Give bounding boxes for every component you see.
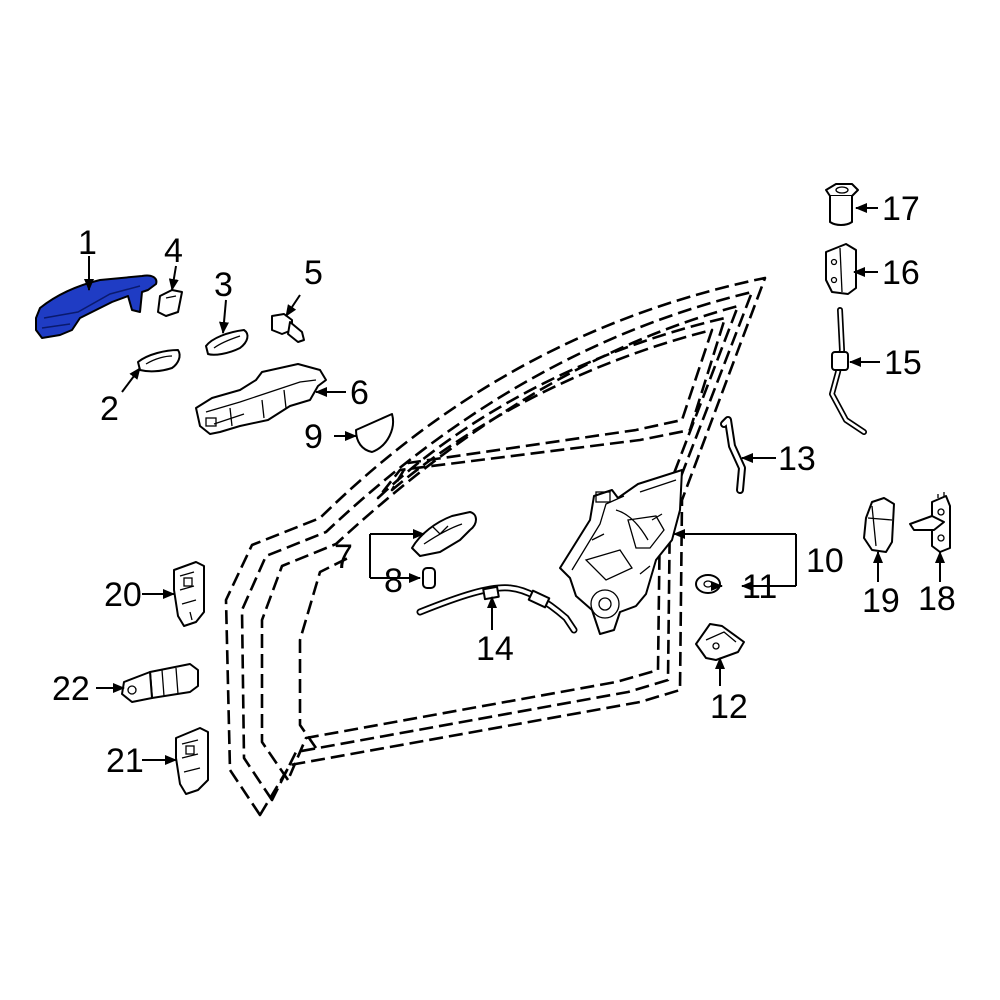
callout-8: 8 <box>384 562 403 600</box>
callout-16: 16 <box>882 254 920 292</box>
part-22-actuator-motor[interactable] <box>121 663 199 703</box>
callout-21: 21 <box>106 742 144 780</box>
callout-14: 14 <box>476 630 514 668</box>
callout-11: 11 <box>742 568 777 606</box>
callout-15: 15 <box>884 344 922 382</box>
callout-17: 17 <box>882 190 920 228</box>
part-12-bracket[interactable] <box>695 623 745 661</box>
callout-13: 13 <box>778 440 816 478</box>
callout-18: 18 <box>918 580 956 618</box>
part-3-lock-cylinder-cover[interactable] <box>205 329 249 356</box>
callout-10: 10 <box>806 542 844 580</box>
part-20-door-striker-upper[interactable] <box>173 561 205 627</box>
callout-4: 4 <box>164 232 183 270</box>
part-15-lock-cable[interactable] <box>829 307 867 435</box>
callout-19: 19 <box>862 582 900 620</box>
part-16-hinge-bracket[interactable] <box>825 243 857 295</box>
part-21-door-striker-lower[interactable] <box>175 727 209 795</box>
door-outline <box>224 276 767 817</box>
part-19-hinge-cover[interactable] <box>863 497 895 553</box>
part-11-washer[interactable] <box>695 574 721 594</box>
callout-22: 22 <box>52 670 90 708</box>
callout-9: 9 <box>304 418 323 456</box>
callout-7: 7 <box>334 538 353 576</box>
part-9-mirror-cover[interactable] <box>355 413 394 453</box>
part-14-inside-handle-cable[interactable] <box>416 584 578 634</box>
callout-1: 1 <box>78 224 97 262</box>
callout-2: 2 <box>100 390 119 428</box>
leader-lines <box>84 203 945 765</box>
callout-labels: 1 4 3 5 2 6 9 7 8 10 11 12 13 14 15 16 1… <box>52 190 956 780</box>
part-18-door-hinge[interactable] <box>909 492 951 553</box>
part-13-lock-rod[interactable] <box>720 416 746 494</box>
callout-5: 5 <box>304 254 323 292</box>
part-5-lock-cylinder[interactable] <box>271 313 305 343</box>
part-8-clip[interactable] <box>422 567 436 589</box>
part-17-bushing[interactable] <box>825 183 859 226</box>
callout-3: 3 <box>214 266 233 304</box>
part-10-door-lock-actuator[interactable] <box>559 469 683 635</box>
part-4-handle-pad[interactable] <box>157 289 183 317</box>
callout-6: 6 <box>350 374 369 412</box>
callout-20: 20 <box>104 576 142 614</box>
part-2-handle-cover[interactable] <box>137 349 181 373</box>
part-6-handle-frame[interactable] <box>195 363 327 435</box>
callout-12: 12 <box>710 688 748 726</box>
part-1-outside-door-handle[interactable] <box>35 274 158 339</box>
